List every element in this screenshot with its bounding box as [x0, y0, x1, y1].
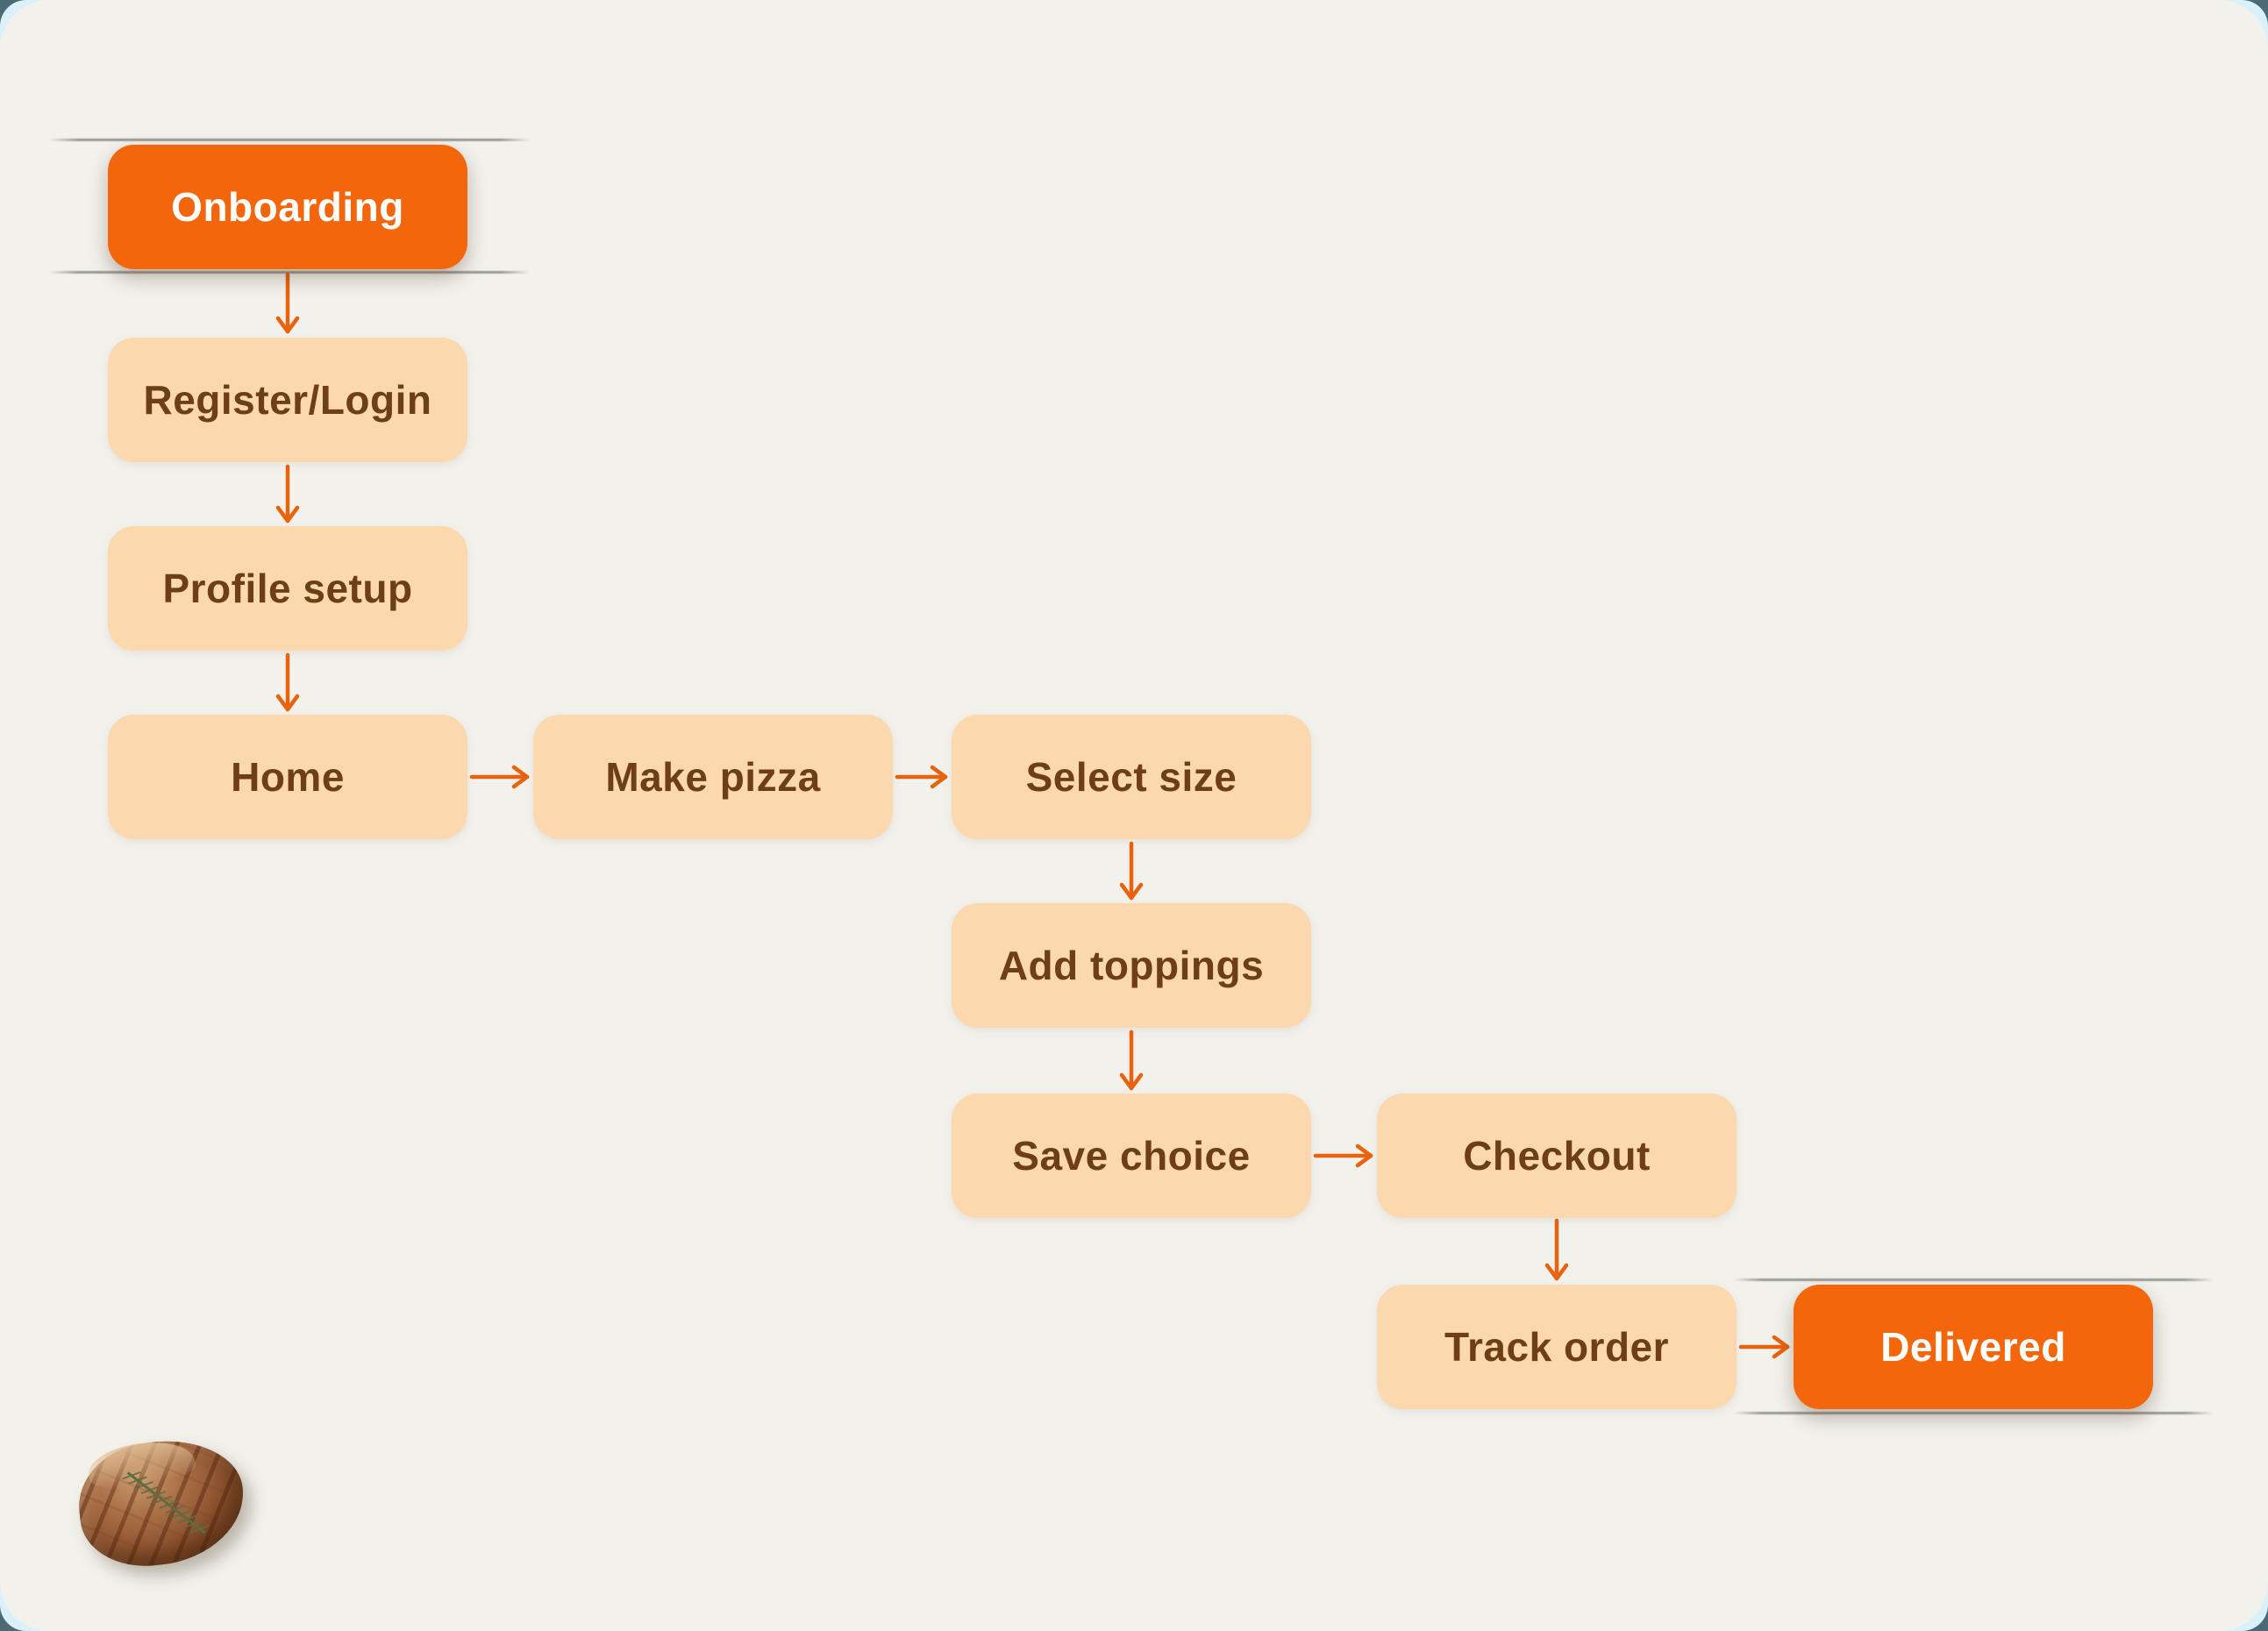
flow-node-select-size[interactable]: Select size	[952, 715, 1311, 839]
steak-image[interactable]	[73, 1433, 254, 1575]
node-label: Profile setup	[162, 566, 413, 611]
flow-node-add-toppings[interactable]: Add toppings	[952, 903, 1311, 1028]
flow-node-save-choice[interactable]: Save choice	[952, 1093, 1311, 1218]
node-label: Home	[231, 754, 345, 800]
flow-node-register-login[interactable]: Register/Login	[108, 338, 467, 462]
flow-node-make-pizza[interactable]: Make pizza	[533, 715, 893, 839]
node-label: Register/Login	[143, 377, 432, 423]
node-label: Add toppings	[998, 943, 1265, 988]
node-label: Make pizza	[605, 754, 821, 800]
flow-node-delivered[interactable]: Delivered	[1794, 1285, 2153, 1409]
terminator-line-onboarding-top	[49, 139, 530, 141]
node-label: Select size	[1025, 754, 1237, 800]
terminator-line-delivered-top	[1733, 1278, 2214, 1281]
flow-node-checkout[interactable]: Checkout	[1377, 1093, 1737, 1218]
terminator-line-onboarding-bottom	[49, 271, 530, 274]
flow-node-track-order[interactable]: Track order	[1377, 1285, 1737, 1409]
node-label: Checkout	[1463, 1133, 1651, 1179]
terminator-line-delivered-bottom	[1733, 1412, 2214, 1414]
node-label: Track order	[1444, 1324, 1670, 1370]
node-label: Save choice	[1012, 1133, 1251, 1179]
flow-node-home[interactable]: Home	[108, 715, 467, 839]
node-label: Delivered	[1880, 1324, 2066, 1370]
flow-node-onboarding[interactable]: Onboarding	[108, 145, 467, 269]
node-label: Onboarding	[171, 184, 404, 230]
flow-node-profile-setup[interactable]: Profile setup	[108, 526, 467, 651]
